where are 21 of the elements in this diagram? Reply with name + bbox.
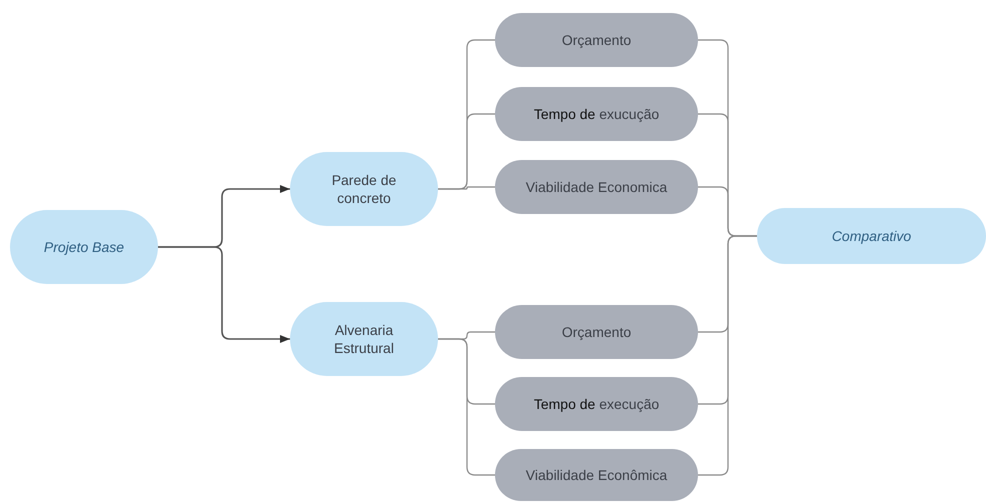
node-label: Orçamento	[562, 30, 632, 50]
node-label: Comparativo	[832, 226, 912, 246]
node-label: Viabilidade Economica	[526, 178, 668, 196]
connector-line	[438, 186, 495, 190]
arrow	[158, 246, 290, 343]
criterion-pill	[495, 449, 698, 501]
criterion-pill	[495, 305, 698, 359]
topic-pill	[757, 208, 986, 264]
node-label: Parede de concreto	[330, 170, 398, 208]
criterion-pill	[495, 160, 698, 214]
connector-line	[438, 338, 495, 476]
node-label: Orçamento	[562, 322, 632, 342]
connector-line	[698, 235, 757, 476]
node-label: Tempo de execução	[534, 394, 660, 414]
criterion-pill	[495, 377, 698, 431]
criterion-pill	[495, 13, 698, 67]
node-label: Projeto Base	[44, 238, 124, 256]
node-label: Viabilidade Econômica	[526, 466, 668, 484]
criterion-pill	[495, 87, 698, 141]
node-label: Alvenaria Estrutural	[333, 320, 395, 358]
node-label: Tempo de exucução	[534, 104, 660, 124]
